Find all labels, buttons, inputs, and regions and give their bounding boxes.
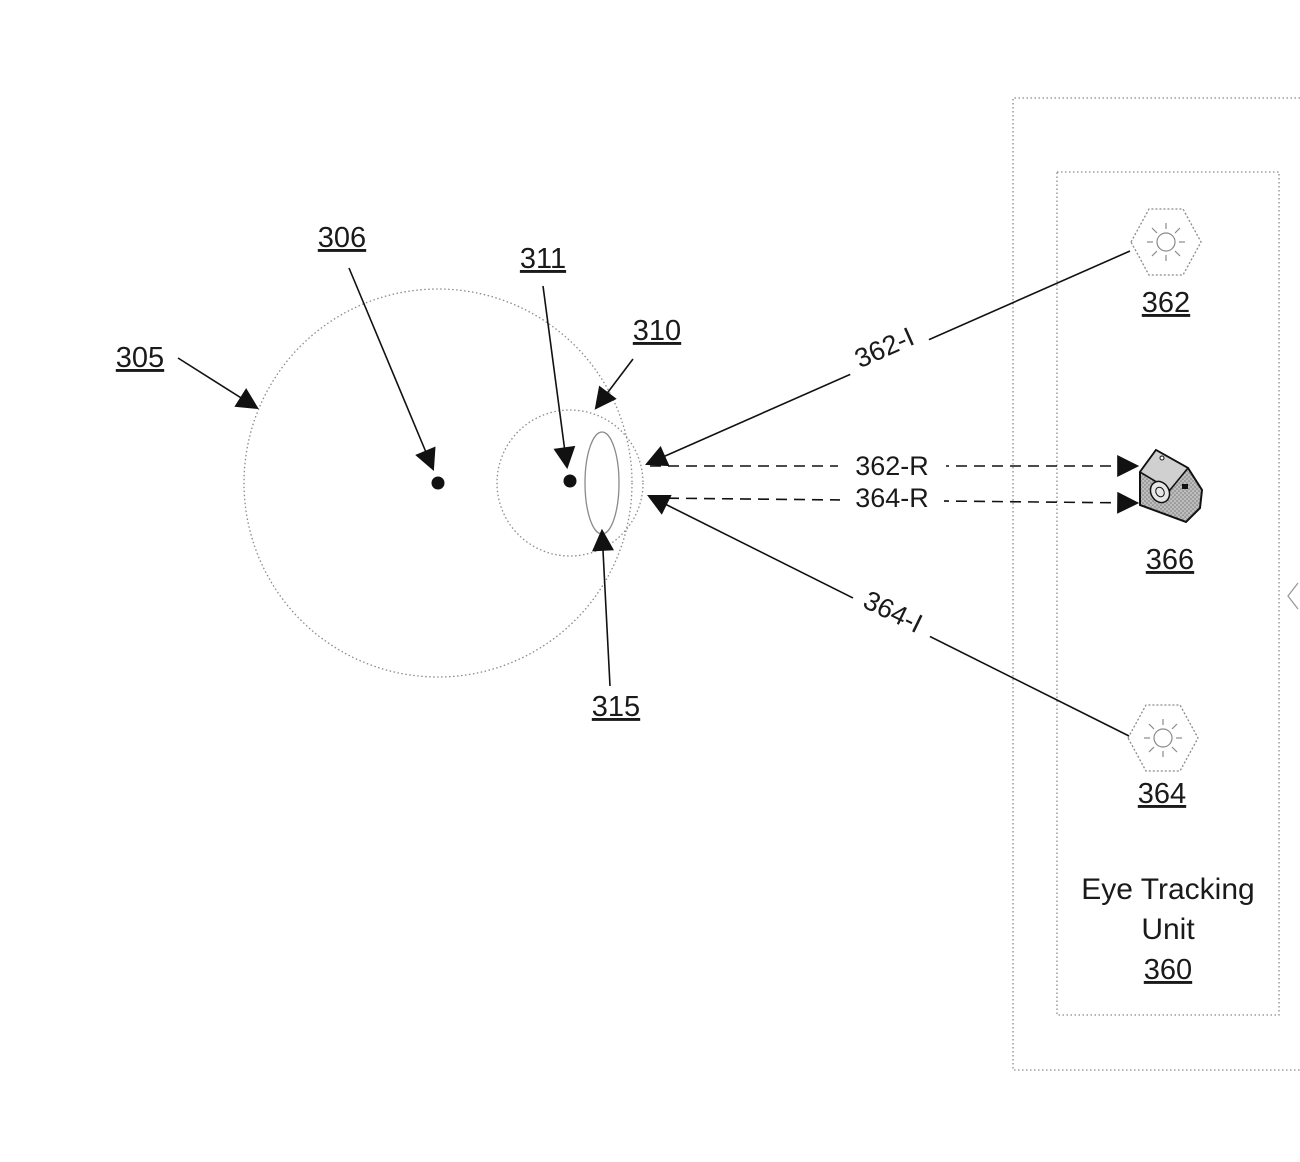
- pupil: [584, 431, 620, 535]
- unit-title-line2: Unit: [1141, 913, 1195, 946]
- leader-315: [592, 528, 615, 687]
- label-305: 305: [116, 342, 164, 374]
- cornea: [496, 409, 644, 557]
- label-310: 310: [633, 315, 681, 347]
- unit-number: 360: [1144, 954, 1192, 986]
- label-315: 315: [592, 691, 640, 723]
- eyeball: [243, 288, 633, 678]
- beam-label-362-r: 362-R: [855, 451, 929, 481]
- eye-tracking-unit-box: [1056, 171, 1280, 1016]
- leader-306: [348, 267, 436, 472]
- label-364: 364: [1138, 778, 1186, 810]
- leader-305: [177, 357, 259, 410]
- label-362: 362: [1142, 287, 1190, 319]
- label-366: 366: [1146, 544, 1194, 576]
- unit-title-line1: Eye Tracking: [1081, 873, 1254, 906]
- light-source-icon: [1127, 704, 1199, 772]
- eyeball-center-dot: [431, 476, 445, 490]
- chevron-left-icon: [1287, 582, 1299, 610]
- device-outline: [1012, 97, 1300, 1071]
- beam-label-364-r: 364-R: [855, 483, 929, 513]
- light-source-icon: [1130, 208, 1202, 276]
- label-306: 306: [318, 222, 366, 254]
- leader-311: [542, 285, 576, 470]
- camera-icon: [1138, 448, 1204, 524]
- label-311: 311: [520, 243, 566, 275]
- leader-310: [594, 358, 634, 410]
- cornea-center-dot: [563, 474, 577, 488]
